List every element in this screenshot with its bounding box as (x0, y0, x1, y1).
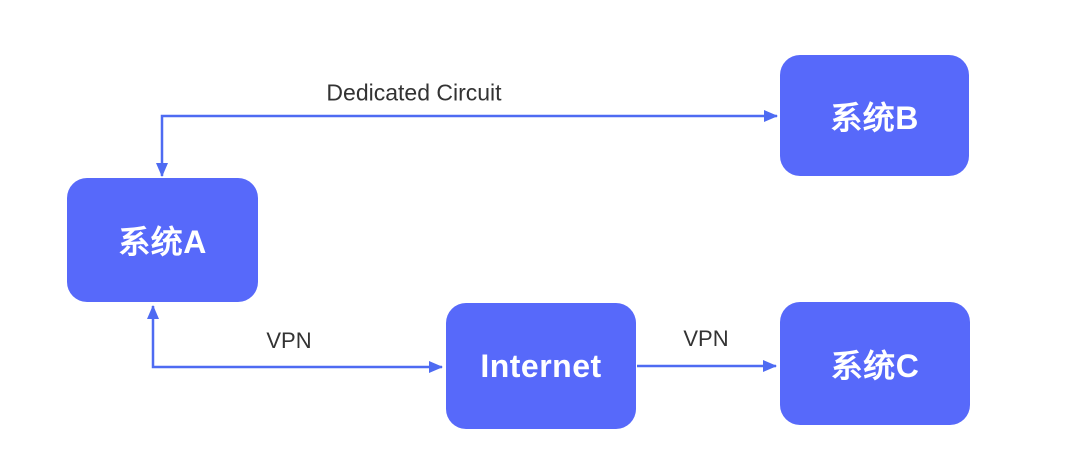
node-system-b-label: 系统B (830, 99, 919, 136)
node-system-c-label: 系统C (830, 347, 920, 384)
node-internet-label: Internet (480, 347, 602, 384)
edge-label-vpn-internet-c: VPN (683, 326, 729, 351)
node-system-b: 系统B (780, 55, 969, 176)
node-system-a-label: 系统A (118, 224, 207, 260)
edge-label-vpn-a-internet: VPN (266, 328, 312, 353)
node-internet: Internet (446, 303, 636, 429)
edge-systema-internet-arrow (147, 305, 443, 373)
node-system-c: 系统C (780, 302, 970, 425)
edge-label-dedicated-circuit: Dedicated Circuit (326, 79, 502, 106)
edge-systema-systemb-arrow (156, 110, 778, 177)
node-system-a: 系统A (67, 178, 258, 302)
